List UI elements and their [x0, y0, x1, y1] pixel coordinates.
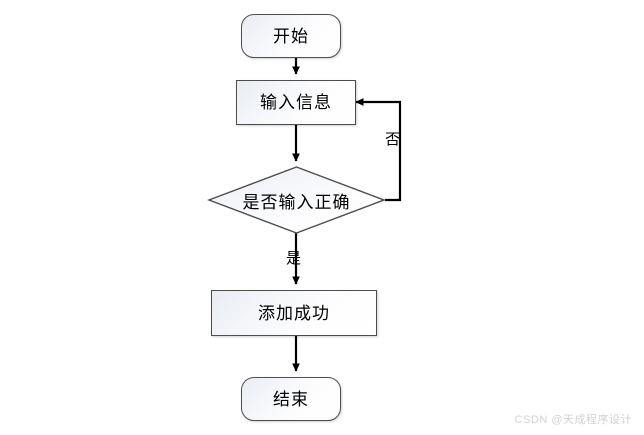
- csdn-watermark: CSDN @天成程序设计: [514, 414, 632, 426]
- edge-label-no: 否: [385, 131, 401, 148]
- node-end-label: 结束: [273, 389, 309, 409]
- node-start[interactable]: 开始: [241, 14, 341, 58]
- edge-label-yes: 是: [286, 250, 302, 267]
- node-add-success[interactable]: 添加成功: [211, 290, 377, 336]
- node-input-info[interactable]: 输入信息: [236, 80, 356, 125]
- node-end[interactable]: 结束: [241, 377, 341, 421]
- node-decision-input-correct[interactable]: 是否输入正确: [207, 166, 386, 234]
- node-start-label: 开始: [273, 26, 309, 46]
- node-add-success-label: 添加成功: [258, 303, 330, 323]
- node-input-info-label: 输入信息: [260, 93, 332, 112]
